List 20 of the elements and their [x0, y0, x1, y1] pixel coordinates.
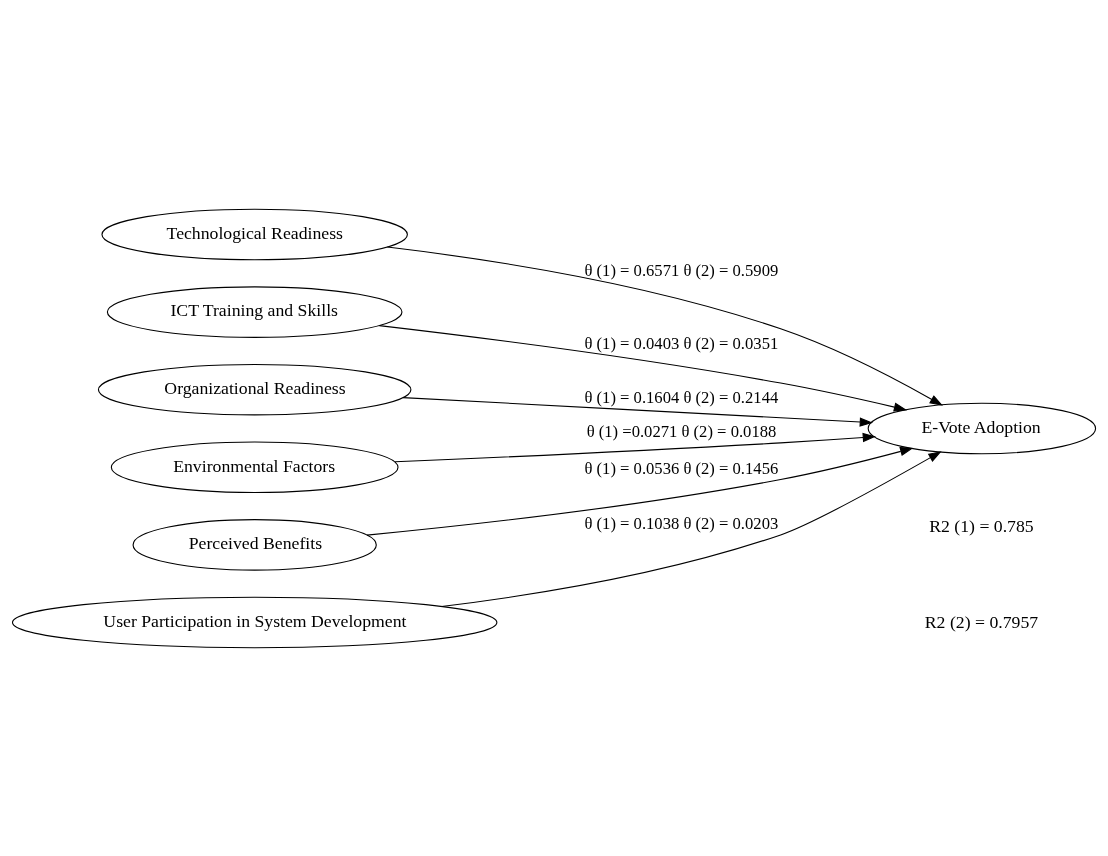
- label: R2 (1) = 0.785: [929, 515, 1034, 536]
- arrow: [378, 324, 908, 412]
- label: R2 (2) = 0.7957: [924, 611, 1039, 632]
- arrow: [441, 450, 942, 607]
- arrow: [394, 432, 877, 462]
- edge-label: θ (1) =0.0271 θ (2) = 0.0188: [586, 421, 777, 441]
- edge-label: θ (1) = 0.0403 θ (2) = 0.0351: [584, 333, 779, 353]
- arrow: [386, 246, 943, 406]
- edge-label: θ (1) = 0.6571 θ (2) = 0.5909: [584, 260, 779, 280]
- edge-label: θ (1) = 0.1604 θ (2) = 0.2144: [584, 387, 779, 407]
- node-ellipse: Perceived Benefits: [132, 518, 377, 571]
- node-ellipse: Organizational Readiness: [97, 363, 412, 415]
- arrow: [366, 446, 914, 536]
- edge-label: θ (1) = 0.0536 θ (2) = 0.1456: [584, 458, 779, 478]
- node-ellipse: User Participation in System Development: [11, 596, 498, 648]
- arrow: [402, 396, 873, 427]
- node-ellipse: Environmental Factors: [110, 441, 399, 493]
- node-ellipse: Technological Readiness: [101, 208, 408, 260]
- node-ellipse: ICT Training and Skills: [106, 285, 403, 338]
- edge-label: θ (1) = 0.1038 θ (2) = 0.0203: [584, 513, 779, 533]
